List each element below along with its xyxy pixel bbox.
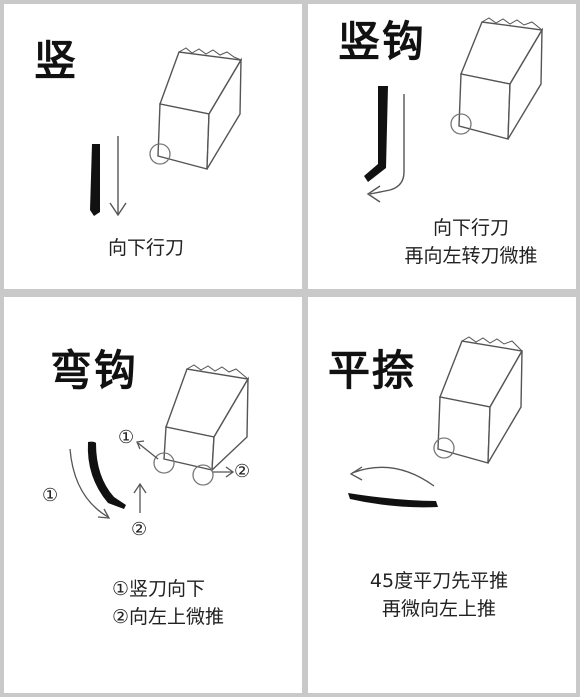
illustration-flat-sweep: [348, 336, 524, 508]
marker-2-bottom: ②: [131, 519, 148, 540]
panel-caption: ①竖刀向下 ②向左上微推: [112, 575, 224, 631]
illustration-vertical: [90, 47, 243, 217]
marker-2-right: ②: [234, 461, 251, 482]
caption-line-1: 向下行刀: [432, 217, 509, 239]
caption-line-1: ①竖刀向下: [112, 578, 206, 600]
caption-line-2: ②向左上微推: [112, 606, 225, 628]
blade-contact-circle: [433, 437, 455, 459]
panel-title: 竖: [34, 36, 79, 85]
panel-title: 竖钩: [338, 17, 427, 66]
blade-contact-circle: [149, 143, 171, 165]
panel-vertical: 竖 向下行刀: [4, 4, 302, 289]
vertical-stroke-mark: [90, 144, 100, 216]
illustration-curved-hook: [69, 364, 250, 519]
flat-sweep-stroke-mark: [348, 493, 438, 508]
blade-contact-circle-1: [153, 452, 175, 474]
caption-line-2: 再微向左上推: [381, 598, 496, 620]
illustration-vertical-hook: [364, 17, 544, 203]
chisel-icon: [163, 364, 250, 472]
panel-caption: 45度平刀先平推 再微向左上推: [344, 567, 534, 623]
up-left-arrow-icon: [136, 440, 159, 460]
curved-down-arrow-icon: [69, 448, 111, 519]
caption-line-1: 45度平刀先平推: [369, 570, 509, 592]
marker-1-left: ①: [42, 485, 59, 506]
panel-flat-sweep: 平捺 45度平刀先平推 再微向左上推: [308, 297, 576, 693]
vertical-hook-stroke-mark: [364, 86, 388, 182]
panel-caption: 向下行刀: [108, 237, 185, 259]
blade-contact-circle-2: [192, 464, 214, 486]
up-arrow-icon: [133, 482, 147, 513]
panel-caption: 向下行刀 再向左转刀微推: [366, 214, 576, 270]
caption-line-2: 再向左转刀微推: [404, 245, 538, 267]
panel-title: 弯钩: [50, 346, 139, 395]
chisel-icon: [437, 336, 524, 464]
panel-curved-hook: 弯钩: [4, 297, 302, 693]
blade-contact-circle: [450, 113, 472, 135]
curved-hook-stroke-mark: [87, 441, 126, 509]
marker-1-top: ①: [118, 427, 135, 448]
hook-arrow-icon: [366, 94, 405, 203]
curved-left-arrow-icon: [349, 466, 435, 487]
panel-vertical-hook: 竖钩 向下行刀 再向左转刀微推: [308, 4, 576, 289]
chisel-icon: [157, 47, 243, 170]
chisel-icon: [458, 17, 544, 140]
down-arrow-icon: [109, 136, 127, 217]
panel-title: 平捺: [328, 346, 417, 395]
right-arrow-icon: [213, 466, 235, 478]
